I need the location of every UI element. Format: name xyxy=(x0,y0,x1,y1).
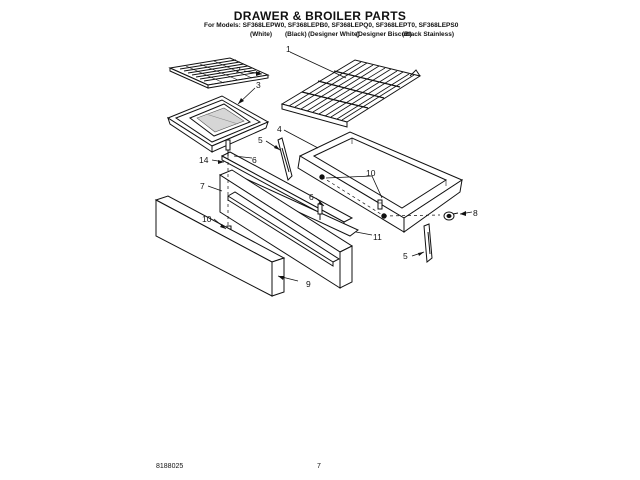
color-white: (White) xyxy=(250,31,273,38)
document-number: 8188025 xyxy=(156,463,184,470)
broiler-pan xyxy=(166,95,270,153)
models-line: For Models: SF368LEPW0, SF368LEPB0, SF36… xyxy=(204,22,459,29)
oven-rack xyxy=(280,59,422,128)
color-black-stainless: (Black Stainless) xyxy=(402,31,455,38)
callout-8: 8 xyxy=(473,208,478,218)
callout-9: 9 xyxy=(306,279,311,289)
drawer-front xyxy=(218,169,354,289)
color-designer-biscuit: (Designer Biscuit) xyxy=(356,31,412,38)
callout-14: 14 xyxy=(199,155,209,165)
page-title: DRAWER & BROILER PARTS xyxy=(233,9,407,23)
callout-7: 7 xyxy=(200,181,205,191)
color-designer-white: (Designer White) xyxy=(308,31,360,38)
callout-10-front: 10 xyxy=(202,214,212,224)
callout-2: 2 xyxy=(236,65,241,75)
drawer-slide-left xyxy=(277,137,293,181)
callout-11: 11 xyxy=(373,232,382,242)
callout-1: 1 xyxy=(286,44,291,54)
drawer-pan xyxy=(297,131,464,233)
page-number: 7 xyxy=(317,463,321,470)
broiler-grid xyxy=(168,57,270,89)
callout-3: 3 xyxy=(256,80,261,90)
callout-6-upper: 6 xyxy=(252,155,257,165)
drawer-screw-pan xyxy=(377,199,383,210)
callout-5-upper: 5 xyxy=(258,135,263,145)
callout-10-pan: 10 xyxy=(366,168,376,178)
assembly-lines xyxy=(227,156,441,226)
callout-6-lower: 6 xyxy=(309,192,314,202)
drawer-panel xyxy=(154,195,286,297)
color-black: (Black) xyxy=(285,31,307,38)
leader-arrowheads xyxy=(218,71,466,280)
drawer-roller xyxy=(443,211,459,221)
drawer-slide-right xyxy=(423,223,433,263)
callout-4: 4 xyxy=(277,124,282,134)
callout-5-lower: 5 xyxy=(403,251,408,261)
